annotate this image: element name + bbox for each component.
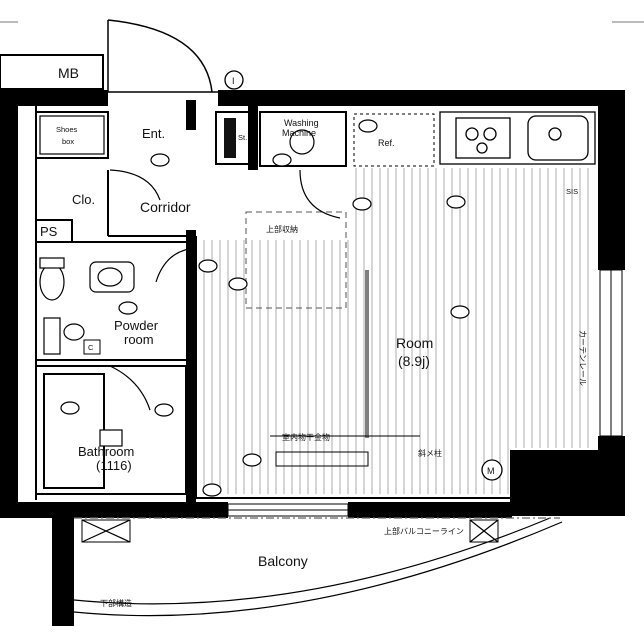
fixtures: [39, 115, 315, 447]
shoes-box-label-2: box: [62, 137, 74, 146]
light-fixture: [242, 453, 262, 467]
meter-label: M: [487, 466, 495, 476]
entrance-door: [107, 19, 218, 93]
shoes-box-label-1: Shoes: [56, 125, 78, 134]
light-fixture: [118, 301, 138, 315]
door-swings: [109, 169, 341, 411]
entrance-label: Ent.: [142, 126, 165, 141]
light-fixture: [358, 119, 378, 133]
light-fixture: [150, 153, 170, 167]
refrigerator-label: Ref.: [378, 138, 395, 148]
powder-room-label-2: room: [124, 332, 154, 347]
room-size-label: (8.9j): [398, 353, 430, 369]
slanted-column-area: [275, 451, 369, 467]
intercom-marker: I: [224, 70, 244, 90]
light-fixtures: [60, 119, 470, 497]
corridor-label: Corridor: [140, 199, 191, 215]
light-fixture: [352, 197, 372, 211]
light-fixture: [450, 305, 470, 319]
closet-label: Clo.: [72, 192, 95, 207]
room-label: Room: [396, 335, 433, 351]
storage-label: St.: [238, 133, 247, 142]
balcony-label: Balcony: [258, 553, 308, 569]
mb-label: MB: [58, 65, 79, 81]
intercom-label: I: [232, 76, 235, 86]
storage-dark-panel: [224, 118, 236, 158]
kitchen-tag: SIS: [566, 187, 578, 196]
light-fixture: [154, 403, 174, 417]
room-floor: [203, 168, 589, 494]
washing-machine-label-2: Machine: [282, 128, 316, 138]
powder-room-label-1: Powder: [114, 318, 159, 333]
light-fixture: [446, 195, 466, 209]
light-fixture: [228, 277, 248, 291]
meter-marker: M: [481, 459, 503, 481]
refrigerator: Ref.: [353, 113, 435, 167]
drying-rail-label: 室内物干金物: [282, 432, 330, 442]
slanted-column-label: 斜メ柱: [418, 448, 442, 458]
windows: [227, 269, 623, 517]
light-fixture: [202, 483, 222, 497]
upper-storage-outline: [245, 211, 347, 309]
kitchen: [439, 111, 596, 165]
lower-balcony-edge-label: 下部構造: [100, 598, 132, 608]
drying-rail: [270, 270, 420, 438]
ps-label: PS: [40, 224, 58, 239]
bathroom-label: Bathroom: [78, 444, 134, 459]
bathroom-size-label: (1116): [96, 458, 132, 473]
rail-tag: カーテンレール: [578, 330, 587, 386]
c-marker: C: [83, 339, 101, 355]
balcony: [73, 517, 563, 617]
light-fixture: [272, 153, 292, 167]
mb-room: MB: [0, 54, 104, 90]
exterior-walls: [0, 90, 625, 626]
light-fixture: [60, 401, 80, 415]
washing-machine-label-1: Washing: [284, 118, 319, 128]
upper-storage-label: 上部収納: [266, 224, 298, 234]
light-fixture: [198, 259, 218, 273]
c-label: C: [88, 343, 94, 352]
upper-balcony-line-label: 上部バルコニーライン: [384, 526, 464, 536]
